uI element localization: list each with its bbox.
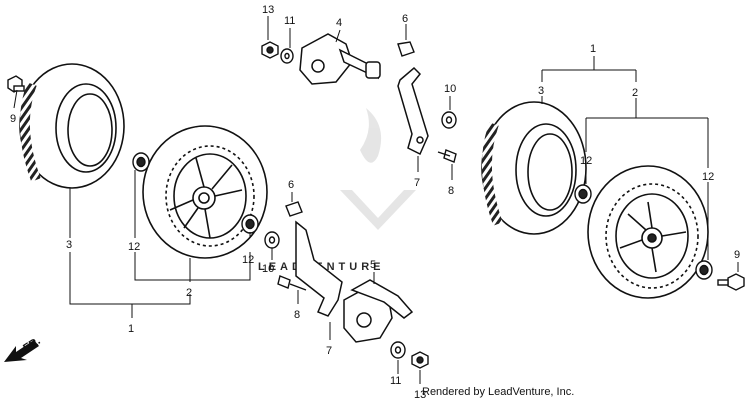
right-leader-lines (541, 56, 739, 272)
front-direction-arrow-icon: FR. (4, 335, 43, 362)
bolt-upper (437, 149, 457, 163)
callout-13-upper: 13 (262, 4, 274, 16)
right-upper-leader-lines (405, 24, 453, 180)
left-tire (19, 63, 125, 189)
callout-13-lower: 13 (414, 389, 426, 401)
callout-3-right: 3 (538, 85, 544, 97)
left-bearing-outer (241, 214, 259, 234)
callout-12-right-outer: 12 (702, 171, 714, 183)
leadventure-watermark: LEADVENTURE (258, 108, 416, 273)
wheel-bracket-upper (299, 33, 381, 85)
right-tire (481, 101, 587, 235)
lower-leader-lines (271, 192, 421, 384)
callout-9-left: 9 (10, 113, 16, 125)
callout-1-right: 1 (590, 43, 596, 55)
callout-8-upper: 8 (448, 185, 454, 197)
cap-upper (397, 41, 415, 57)
left-bearing-inner (132, 152, 150, 172)
callout-10-lower: 10 (262, 263, 274, 275)
nut-upper (261, 41, 279, 59)
callout-4: 4 (336, 17, 342, 29)
washer-upper (280, 48, 294, 64)
callout-7-lower: 7 (326, 345, 332, 357)
callout-11-upper: 11 (284, 15, 295, 27)
right-bolt (717, 273, 745, 291)
callout-10-upper: 10 (444, 83, 456, 95)
callout-6-lower: 6 (288, 179, 294, 191)
nut-lower (411, 351, 429, 369)
callout-12-left-outer: 12 (242, 254, 254, 266)
upper-leader-lines (267, 16, 341, 48)
bolt-lower (277, 275, 307, 291)
callout-3-left: 3 (66, 239, 72, 251)
callout-5: 5 (370, 259, 376, 271)
cap-lower (285, 201, 303, 217)
callout-12-left-inner: 12 (128, 241, 140, 253)
left-bolt (7, 75, 25, 93)
right-bearing-outer (695, 260, 713, 280)
callout-6-upper: 6 (402, 13, 408, 25)
washer-lower-left (264, 231, 280, 249)
left-wheel (142, 125, 268, 259)
adjuster-lever-upper (397, 66, 429, 156)
adjuster-lever-lower (295, 220, 343, 317)
washer-lower-right (390, 341, 406, 359)
left-leader-lines (13, 89, 251, 318)
callout-7-upper: 7 (414, 177, 420, 189)
right-wheel (587, 165, 709, 299)
callout-2-left: 2 (186, 287, 192, 299)
washer-right-upper (441, 111, 457, 129)
callout-2-right: 2 (632, 87, 638, 99)
render-credit: Rendered by LeadVenture, Inc. (422, 386, 575, 398)
callout-9-right: 9 (734, 249, 740, 261)
callout-12-right-inner: 12 (580, 155, 592, 167)
right-bearing-inner (574, 184, 592, 204)
wheel-bracket-lower (343, 279, 414, 343)
callout-8-lower: 8 (294, 309, 300, 321)
callout-11-lower: 11 (390, 375, 401, 387)
callout-1-left: 1 (128, 323, 134, 335)
